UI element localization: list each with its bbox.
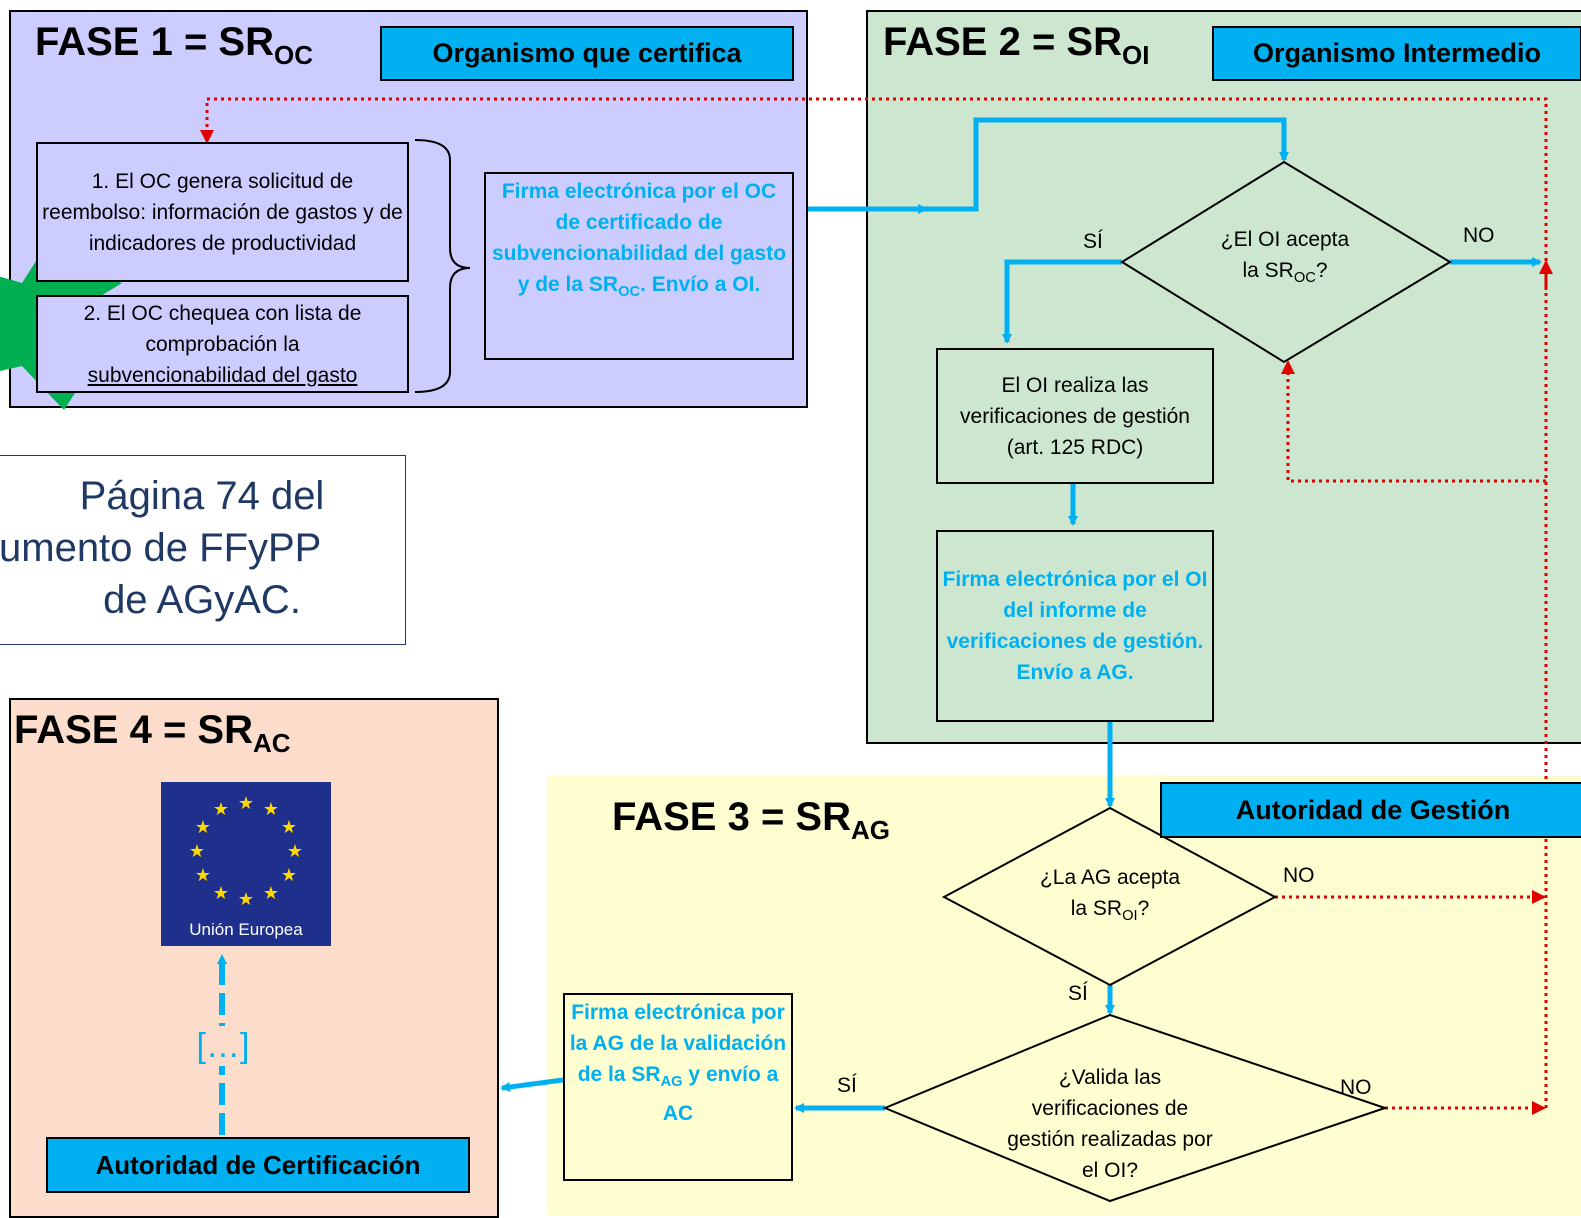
svg-text:★: ★: [213, 799, 229, 819]
oc-sign-box: Firma electrónica por el OC de certifica…: [484, 172, 794, 360]
svg-text:★: ★: [213, 883, 229, 903]
validate-no-label: NO: [1340, 1076, 1372, 1099]
phase3-org-label: Autoridad de Gestión: [1160, 782, 1581, 838]
svg-text:★: ★: [195, 817, 211, 837]
note-line3: de AGyAC.: [103, 578, 301, 622]
phase1-title: FASE 1 = SROC: [35, 20, 313, 70]
svg-text:★: ★: [281, 865, 297, 885]
oi-no-label: NO: [1463, 224, 1495, 247]
phase4-title: FASE 4 = SRAC: [14, 708, 291, 758]
oc-step2-text-underlined: subvencionabilidad del gasto: [87, 363, 358, 387]
note-line1: Página 74 del: [79, 474, 325, 518]
oc-step2-text: 2. El OC chequea con lista de comprobaci…: [83, 301, 362, 356]
oi-yes-label: SÍ: [1083, 230, 1103, 253]
oc-step1-box: 1. El OC genera solicitud de reembolso: …: [36, 142, 409, 282]
note-line2: umento de FFyPP: [0, 526, 322, 570]
phase2-org-label: Organismo Intermedio: [1212, 26, 1581, 81]
ellipsis-label: […]: [196, 1026, 250, 1066]
svg-text:★: ★: [263, 883, 279, 903]
page-note-box: Página 74 del umento de FFyPP de AGyAC.: [0, 455, 406, 645]
eu-flag-logo: ★ ★ ★ ★ ★ ★ ★ ★ ★ ★ ★ ★ Unión Europea: [161, 782, 331, 946]
validate-question: ¿Valida las verificaciones de gestión re…: [1007, 1066, 1213, 1182]
svg-text:★: ★: [189, 841, 205, 861]
phase2-title: FASE 2 = SROI: [883, 20, 1150, 70]
oc-step2-box: 2. El OC chequea con lista de comprobaci…: [36, 295, 409, 393]
svg-text:★: ★: [287, 841, 303, 861]
eu-stars-icon: ★ ★ ★ ★ ★ ★ ★ ★ ★ ★ ★ ★: [189, 793, 303, 909]
oi-verify-box: El OI realiza las verificaciones de gest…: [936, 348, 1214, 484]
phase4-org-label: Autoridad de Certificación: [46, 1137, 470, 1193]
svg-text:★: ★: [195, 865, 211, 885]
svg-text:★: ★: [263, 799, 279, 819]
svg-text:★: ★: [238, 889, 254, 909]
oi-accept-question: ¿El OI acepta la SROC?: [1220, 228, 1350, 287]
ag-accept-question: ¿La AG acepta la SROI?: [1039, 866, 1181, 925]
phase3-title: FASE 3 = SRAG: [612, 795, 890, 845]
ag-yes-label: SÍ: [1068, 982, 1088, 1005]
svg-text:★: ★: [238, 793, 254, 813]
ag-sign-box: Firma electrónica por la AG de la valida…: [563, 993, 793, 1181]
svg-text:★: ★: [281, 817, 297, 837]
eu-label: Unión Europea: [189, 920, 303, 939]
phase1-org-label: Organismo que certifica: [380, 26, 794, 81]
ag-no-label: NO: [1283, 864, 1315, 887]
validate-yes-label: SÍ: [837, 1074, 857, 1097]
oi-sign-box: Firma electrónica por el OI del informe …: [936, 530, 1214, 722]
